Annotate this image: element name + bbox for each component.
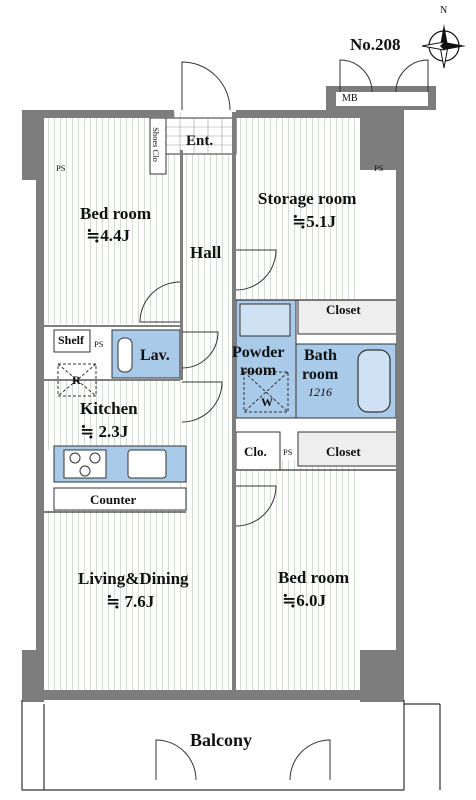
washer-label: W — [261, 395, 273, 409]
bedroom-1-area: ≒4.4J — [86, 226, 130, 245]
ps-label-clo: PS — [283, 447, 293, 457]
compass-rose-icon — [421, 24, 466, 69]
balcony-label: Balcony — [190, 730, 253, 750]
sink — [127, 449, 167, 479]
toilet — [117, 337, 133, 373]
bedroom-2-area: ≒6.0J — [282, 591, 326, 610]
mb-door-left — [339, 59, 373, 93]
storage-room-area: ≒5.1J — [292, 212, 336, 231]
closet-lower-label: Closet — [326, 444, 361, 459]
mb-label: MB — [342, 93, 358, 104]
bath-room-name-1: Bath — [304, 347, 337, 364]
wall-right-mid — [396, 110, 404, 700]
living-floor — [44, 510, 236, 690]
bath-room-size: 1216 — [308, 385, 332, 399]
washbasin — [239, 303, 291, 337]
wall-top-right — [236, 110, 372, 118]
lav-door — [181, 331, 219, 369]
closet-lower — [297, 431, 401, 467]
closet-small-label: Clo. — [244, 444, 267, 459]
bathtub — [357, 349, 391, 413]
shoes-closet-label: Shoes Clo — [150, 127, 161, 162]
wall-hall-left — [180, 150, 183, 380]
bath-room-name-2: room — [302, 366, 339, 383]
entrance-label: Ent. — [186, 133, 214, 149]
kitchen-area: ≒ 2.3J — [80, 422, 129, 441]
washer-space — [243, 371, 289, 413]
wall-top-left — [22, 110, 174, 118]
counter-top — [53, 487, 187, 511]
hall-label: Hall — [190, 243, 222, 262]
wall-center — [232, 112, 236, 690]
storage-room-floor — [236, 112, 360, 300]
closet-upper-label: Closet — [326, 302, 361, 317]
wall-left-mid — [36, 110, 44, 700]
ps-label-kitchen: PS — [94, 339, 104, 349]
unit-number: No.208 — [350, 35, 401, 54]
living-floor-2 — [180, 380, 236, 510]
counter-label: Counter — [90, 492, 137, 507]
bedroom-1-name: Bed room — [80, 204, 151, 223]
refrigerator-label: R — [72, 373, 81, 387]
mb-door-right — [395, 59, 429, 93]
balcony-door-right — [289, 739, 331, 781]
bedroom-1-door — [139, 281, 181, 323]
wall-bottom — [22, 690, 404, 700]
lavatory-label: Lav. — [140, 347, 170, 364]
stove — [63, 449, 107, 479]
living-door — [181, 381, 223, 423]
entry-door-swing — [181, 61, 231, 111]
ps-label-left-top: PS — [56, 163, 66, 173]
ps-label-right-top: PS — [374, 163, 384, 173]
powder-room-name-1: Powder — [232, 344, 285, 361]
storage-room-name: Storage room — [258, 189, 357, 208]
bedroom-2-floor — [236, 460, 360, 690]
storage-door — [235, 249, 277, 291]
balcony-door-left — [155, 739, 197, 781]
living-dining-name: Living&Dining — [78, 569, 189, 588]
hall-floor — [182, 150, 236, 380]
closet-small — [235, 431, 281, 471]
shelf-label: Shelf — [58, 333, 85, 347]
kitchen-name: Kitchen — [80, 399, 138, 418]
bedroom-2-door — [235, 485, 277, 527]
north-label: N — [440, 5, 448, 16]
powder-room-name-2: room — [240, 362, 277, 379]
bedroom-2-name: Bed room — [278, 568, 349, 587]
shelf — [53, 329, 91, 353]
living-dining-area: ≒ 7.6J — [106, 592, 155, 611]
